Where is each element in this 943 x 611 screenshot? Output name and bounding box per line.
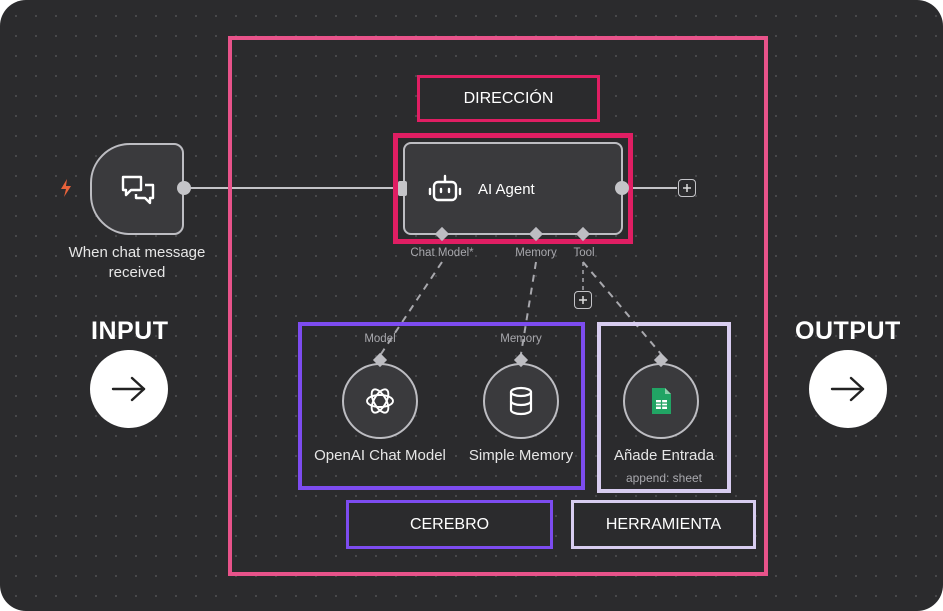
brain-label: CEREBRO [346,500,553,549]
brain-label-text: CEREBRO [409,515,490,533]
database-icon [509,386,533,416]
direction-label-text: DIRECCIÓN [463,89,554,107]
chat-model-dashed-link [380,261,443,355]
arrow-right-icon [111,376,146,402]
sheets-append-node[interactable] [623,363,699,439]
openai-logo-icon [366,388,394,414]
output-label: OUTPUT [795,317,901,345]
ai-agent-title: AI Agent [478,181,535,198]
add-tool-button[interactable] [574,291,592,309]
tool-port-label: Tool [573,247,595,259]
agent-area-frame [228,36,768,576]
chat-model-port-label: Chat Model* [410,247,474,259]
tool-label-text: HERRAMIENTA [605,515,722,533]
memory-caption: Simple Memory [468,447,574,464]
google-sheets-icon [652,388,671,414]
plus-icon [579,296,587,304]
chat-bubbles-icon [119,172,157,210]
tool-frame [597,322,731,493]
openai-chat-model-node[interactable] [342,363,418,439]
direction-label: DIRECCIÓN [417,75,600,122]
openai-caption: OpenAI Chat Model [314,447,446,464]
openai-port-label: Model [364,333,396,345]
agent-input-port[interactable] [398,181,407,196]
brain-frame [298,322,585,490]
robot-icon [427,172,463,208]
ai-agent-node[interactable]: AI Agent [403,142,623,235]
input-label: INPUT [91,317,169,345]
memory-port-label: Memory [515,247,557,259]
memory-dashed-link [520,261,537,355]
memory-node-port-label: Memory [500,333,542,345]
agent-output-port[interactable] [615,181,629,195]
trigger-output-port[interactable] [177,181,191,195]
arrow-right-icon [830,376,865,402]
chat-trigger-node[interactable] [90,143,184,235]
sheets-subcaption: append: sheet [625,471,703,485]
trigger-caption: When chat message received [68,244,206,281]
agent-add-next-button[interactable] [678,179,696,197]
input-arrow-button [90,350,168,428]
plus-icon [683,184,691,192]
trigger-lightning-icon [58,178,74,198]
tool-label: HERRAMIENTA [571,500,756,549]
agent-highlight-frame [393,133,633,244]
output-arrow-button [809,350,887,428]
simple-memory-node[interactable] [483,363,559,439]
sheets-caption: Añade Entrada [613,447,715,464]
